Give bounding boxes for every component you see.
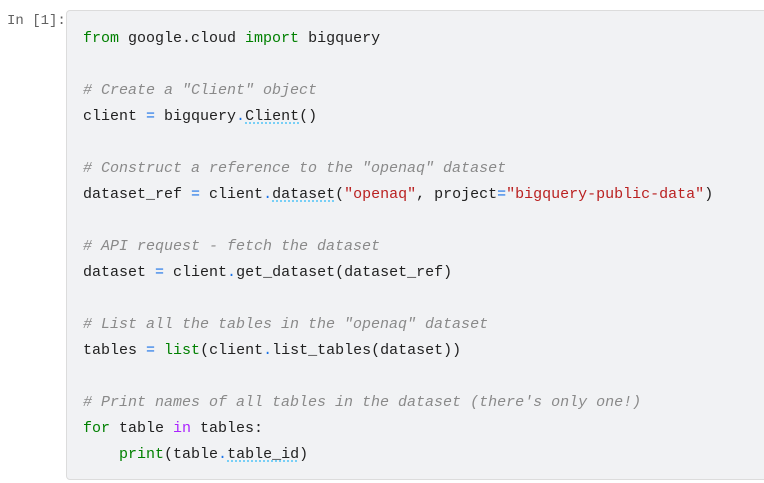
comment: # List all the tables in the "openaq" da… [83,316,489,333]
string: "openaq" [344,186,417,203]
code-line: # Construct a reference to the "openaq" … [83,156,713,182]
comment: # Construct a reference to the "openaq" … [83,160,507,177]
attribute: dataset [272,186,336,203]
code-line: tables = list(client.list_tables(dataset… [83,338,713,364]
keyword: for [83,420,111,437]
keyword: in [173,420,192,437]
code-cell[interactable]: from google.cloud import bigquery # Creat… [66,10,764,480]
code-text: , project [416,186,498,203]
code-line: client = bigquery.Client() [83,104,713,130]
code-line: for table in tables: [83,416,713,442]
code-text: ) [299,446,309,463]
code-text: () [299,108,318,125]
comment: # Create a "Client" object [83,82,318,99]
operator: . [263,186,273,203]
string: "bigquery-public-data" [506,186,705,203]
operator: = [146,342,156,359]
builtin: list [164,342,201,359]
code-text: tables: [191,420,264,437]
code-editor[interactable]: from google.cloud import bigquery # Creat… [83,26,713,468]
code-text: client [83,108,147,125]
comment: # API request - fetch the dataset [83,238,381,255]
code-text: ) [704,186,714,203]
code-line [83,52,713,78]
code-text: google.cloud [119,30,246,47]
code-text: list_tables(dataset)) [272,342,462,359]
code-line: print(table.table_id) [83,442,713,468]
code-line [83,130,713,156]
code-line: # Create a "Client" object [83,78,713,104]
code-line: dataset = client.get_dataset(dataset_ref… [83,260,713,286]
code-text: get_dataset(dataset_ref) [236,264,453,281]
comment: # Print names of all tables in the datas… [83,394,642,411]
code-line: dataset_ref = client.dataset("openaq", p… [83,182,713,208]
code-text: bigquery [155,108,237,125]
code-line: # List all the tables in the "openaq" da… [83,312,713,338]
code-text [155,342,164,359]
code-line [83,286,713,312]
operator: . [218,446,228,463]
operator: = [497,186,507,203]
code-text: client [164,264,228,281]
operator: . [227,264,237,281]
code-text: (client [200,342,264,359]
operator: = [146,108,156,125]
keyword: import [245,30,300,47]
code-text: table [110,420,174,437]
code-line: from google.cloud import bigquery [83,26,713,52]
code-text: ( [335,186,345,203]
cell-prompt: In [1]: [7,13,66,29]
operator: = [191,186,201,203]
code-text: tables [83,342,147,359]
code-text: (table [164,446,219,463]
code-text: client [200,186,264,203]
code-line [83,364,713,390]
code-text: dataset [83,264,156,281]
code-text: bigquery [299,30,381,47]
builtin: print [119,446,165,463]
operator: . [263,342,273,359]
code-line: # Print names of all tables in the datas… [83,390,713,416]
code-text: dataset_ref [83,186,192,203]
keyword: from [83,30,120,47]
operator: = [155,264,165,281]
code-text [83,446,119,463]
operator: . [236,108,246,125]
code-line [83,208,713,234]
attribute: Client [245,108,300,125]
code-line: # API request - fetch the dataset [83,234,713,260]
attribute: table_id [227,446,300,463]
